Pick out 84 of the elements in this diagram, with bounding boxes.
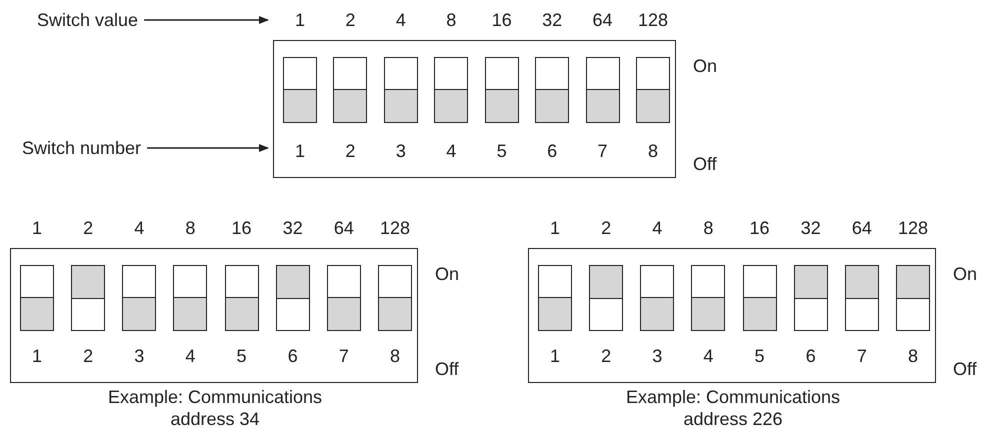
switch-number: 8 [648,141,658,161]
switch-value: 32 [800,218,821,238]
switch-number: 3 [652,346,662,366]
switch-value: 32 [282,218,303,238]
off-label: Off [693,154,717,174]
toggle-switch [378,265,412,331]
toggle-switch [122,265,156,331]
on-label: On [953,264,978,284]
toggle-switch [276,265,310,331]
caption-text: Example: Communications address 226 [624,386,842,430]
toggle-switch [794,265,828,331]
switch-number: 8 [908,346,918,366]
switch-number: 2 [345,141,356,161]
switch-value: 2 [345,10,356,30]
switch-number: 1 [295,141,305,161]
toggle-switch [589,265,624,331]
on-label: On [693,56,718,76]
toggle-switch [586,57,620,123]
toggle-switch [434,57,468,123]
switch-value: 4 [652,218,662,238]
toggle-switch [844,265,879,331]
switch-value: 64 [592,10,613,30]
caption-text: Example: Communications address 34 [106,386,324,430]
label-text: Switch number [22,138,142,158]
switch-value: 1 [550,218,560,238]
switch-value: 64 [334,218,354,238]
switch-value: 64 [852,218,872,238]
label-text: Switch value [37,10,138,30]
switch-value: 128 [898,218,928,238]
toggle-switch [636,57,670,123]
switch-number: 3 [134,346,144,366]
switch-value: 128 [380,218,410,238]
arrow [144,16,269,24]
switch-number: 1 [550,346,560,366]
switch-number: 4 [703,346,714,366]
switch-value: 8 [446,10,456,30]
toggle-switch [224,265,259,331]
switch-number: 5 [236,346,247,366]
switch-number: 6 [547,141,558,161]
switch-number: 6 [288,346,298,366]
toggle-switch [173,265,208,331]
switch-number: 1 [32,346,42,366]
switch-value: 8 [185,218,196,238]
arrow [147,144,269,152]
toggle-switch [484,57,519,123]
switch-number: 7 [598,141,608,161]
switch-value: 16 [232,218,252,238]
switch-value: 1 [32,218,42,238]
switch-number: 2 [601,346,612,366]
toggle-switch [538,265,572,331]
toggle-switch [640,265,674,331]
switch-value: 2 [601,218,612,238]
switch-value: 4 [134,218,144,238]
toggle-switch [333,57,368,123]
toggle-switch [283,57,317,123]
switch-number: 2 [83,346,94,366]
switch-number: 5 [754,346,765,366]
switch-value: 16 [750,218,770,238]
switch-value: 8 [703,218,714,238]
on-label: On [435,264,460,284]
switch-value: 2 [83,218,94,238]
off-label: Off [435,359,459,379]
toggle-switch [20,265,54,331]
switch-number: 3 [396,141,406,161]
switch-number: 8 [390,346,400,366]
toggle-switch [326,265,361,331]
switch-number: 4 [446,141,456,161]
toggle-switch [535,57,570,123]
toggle-switch [71,265,106,331]
toggle-switch [691,265,726,331]
off-label: Off [953,359,977,379]
switch-value: 16 [492,10,512,30]
switch-value: 1 [295,10,305,30]
switch-value: 128 [638,10,668,30]
switch-value: 4 [396,10,406,30]
switch-number: 5 [496,141,507,161]
switch-value: 32 [542,10,562,30]
switch-number: 7 [856,346,867,366]
switch-number: 6 [806,346,816,366]
switch-number: 7 [338,346,349,366]
toggle-switch [896,265,930,331]
toggle-switch [742,265,777,331]
switch-number: 4 [185,346,196,366]
toggle-switch [384,57,418,123]
